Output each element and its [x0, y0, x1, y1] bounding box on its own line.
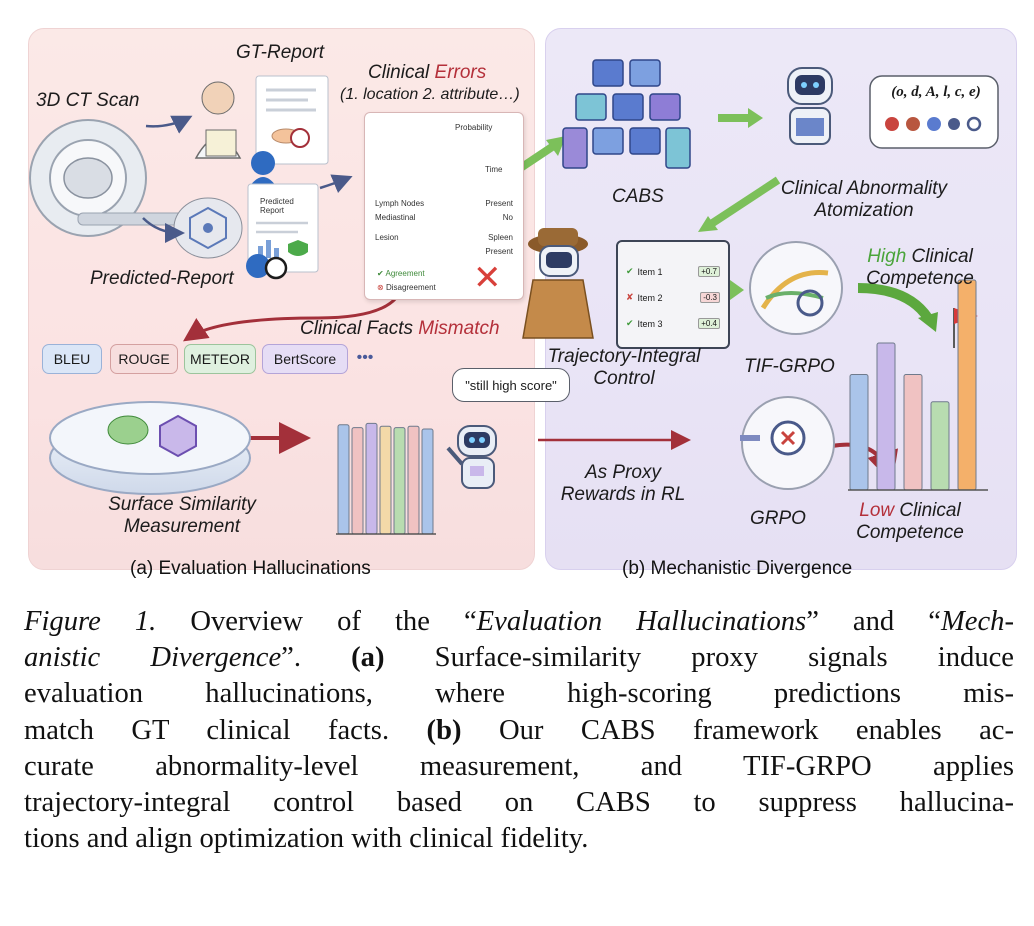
- bar: [903, 374, 923, 491]
- speech-bubble: "still high score": [452, 368, 570, 402]
- organ-icons: [885, 116, 982, 132]
- surface-score-bars: [336, 422, 436, 535]
- probability-label: Probability: [455, 123, 493, 132]
- metric-meteor: METEOR: [184, 344, 256, 374]
- bar: [930, 401, 950, 491]
- list-item: ✔Item 3+0.4: [626, 318, 720, 329]
- doctor-icon: [194, 81, 242, 159]
- brain-network-icon: [173, 197, 243, 259]
- bar: [379, 425, 392, 535]
- tif-grpo-icon: [749, 241, 843, 335]
- grpo-icon: [740, 396, 835, 490]
- time-label: Time: [485, 165, 503, 174]
- clinical-errors-sublabel: (1. location 2. attribute…): [340, 86, 520, 103]
- robot-icon: [446, 425, 497, 489]
- cross-icon: ✕: [473, 259, 502, 297]
- cabs-blocks-icon: [562, 59, 691, 169]
- figure-caption: Figure 1. Overview of the “Evaluation Ha…: [24, 604, 1014, 857]
- caption-line: evaluation hallucinations, where high-sc…: [24, 678, 1014, 710]
- competence-bars: [848, 279, 988, 491]
- illustration-layer: [29, 59, 999, 495]
- caption-line: curate abnormality-level measurement, an…: [24, 750, 1014, 782]
- agreement-label: ✔ Agreement: [377, 269, 425, 278]
- list-item: ✔Item 1+0.7: [626, 266, 720, 277]
- caption-line: trajectory-integral control based on CAB…: [24, 787, 1014, 819]
- bar: [351, 427, 364, 535]
- bar: [876, 342, 896, 491]
- tuple-text: (o, d, A, l, c, e): [891, 84, 981, 100]
- predicted-report-label: Predicted-Report: [90, 268, 234, 289]
- ct-scanner-icon: [29, 119, 189, 237]
- bar: [337, 424, 350, 535]
- caption-line: tions and align optimization with clinic…: [24, 823, 589, 855]
- grpo-label: GRPO: [750, 508, 806, 529]
- metric-bertscore: BertScore: [262, 344, 348, 374]
- metric-rouge: ROUGE: [110, 344, 178, 374]
- bar: [407, 425, 420, 535]
- metric-bleu: BLEU: [42, 344, 102, 374]
- similarity-disc-icon: [49, 401, 251, 495]
- tif-grpo-label: TIF-GRPO: [744, 356, 835, 377]
- subcaption-b: (b) Mechanistic Divergence: [622, 558, 853, 579]
- disagreement-label: ⊗ Disagreement: [377, 283, 436, 292]
- caption-line: anistic Divergence”. (a) Surface-similar…: [24, 642, 1014, 674]
- metrics-more: •••: [356, 349, 374, 366]
- bar: [365, 422, 378, 535]
- bar: [957, 279, 977, 491]
- trajectory-checklist: ✔Item 1+0.7 ✘Item 2-0.3 ✔Item 3+0.4: [616, 240, 730, 349]
- clinical-facts-mismatch-label: Clinical Facts Mismatch: [300, 318, 500, 339]
- subcaption-a: (a) Evaluation Hallucinations: [130, 558, 371, 579]
- bar: [421, 428, 434, 535]
- bar: [849, 374, 869, 491]
- ct-scan-label: 3D CT Scan: [36, 90, 140, 111]
- atomization-robot-icon: [787, 67, 833, 145]
- detective-robot-icon: [522, 228, 594, 339]
- caption-line: match GT clinical facts. (b) Our CABS fr…: [24, 714, 1014, 746]
- clinical-errors-label: Clinical Errors: [368, 62, 487, 83]
- cabs-label: CABS: [612, 186, 664, 207]
- bar: [393, 427, 406, 535]
- gt-report-label: GT-Report: [236, 42, 324, 63]
- table-row: Present: [485, 247, 513, 256]
- list-item: ✘Item 2-0.3: [626, 292, 720, 303]
- caption-line: Figure 1. Overview of the “Evaluation Ha…: [24, 606, 1014, 637]
